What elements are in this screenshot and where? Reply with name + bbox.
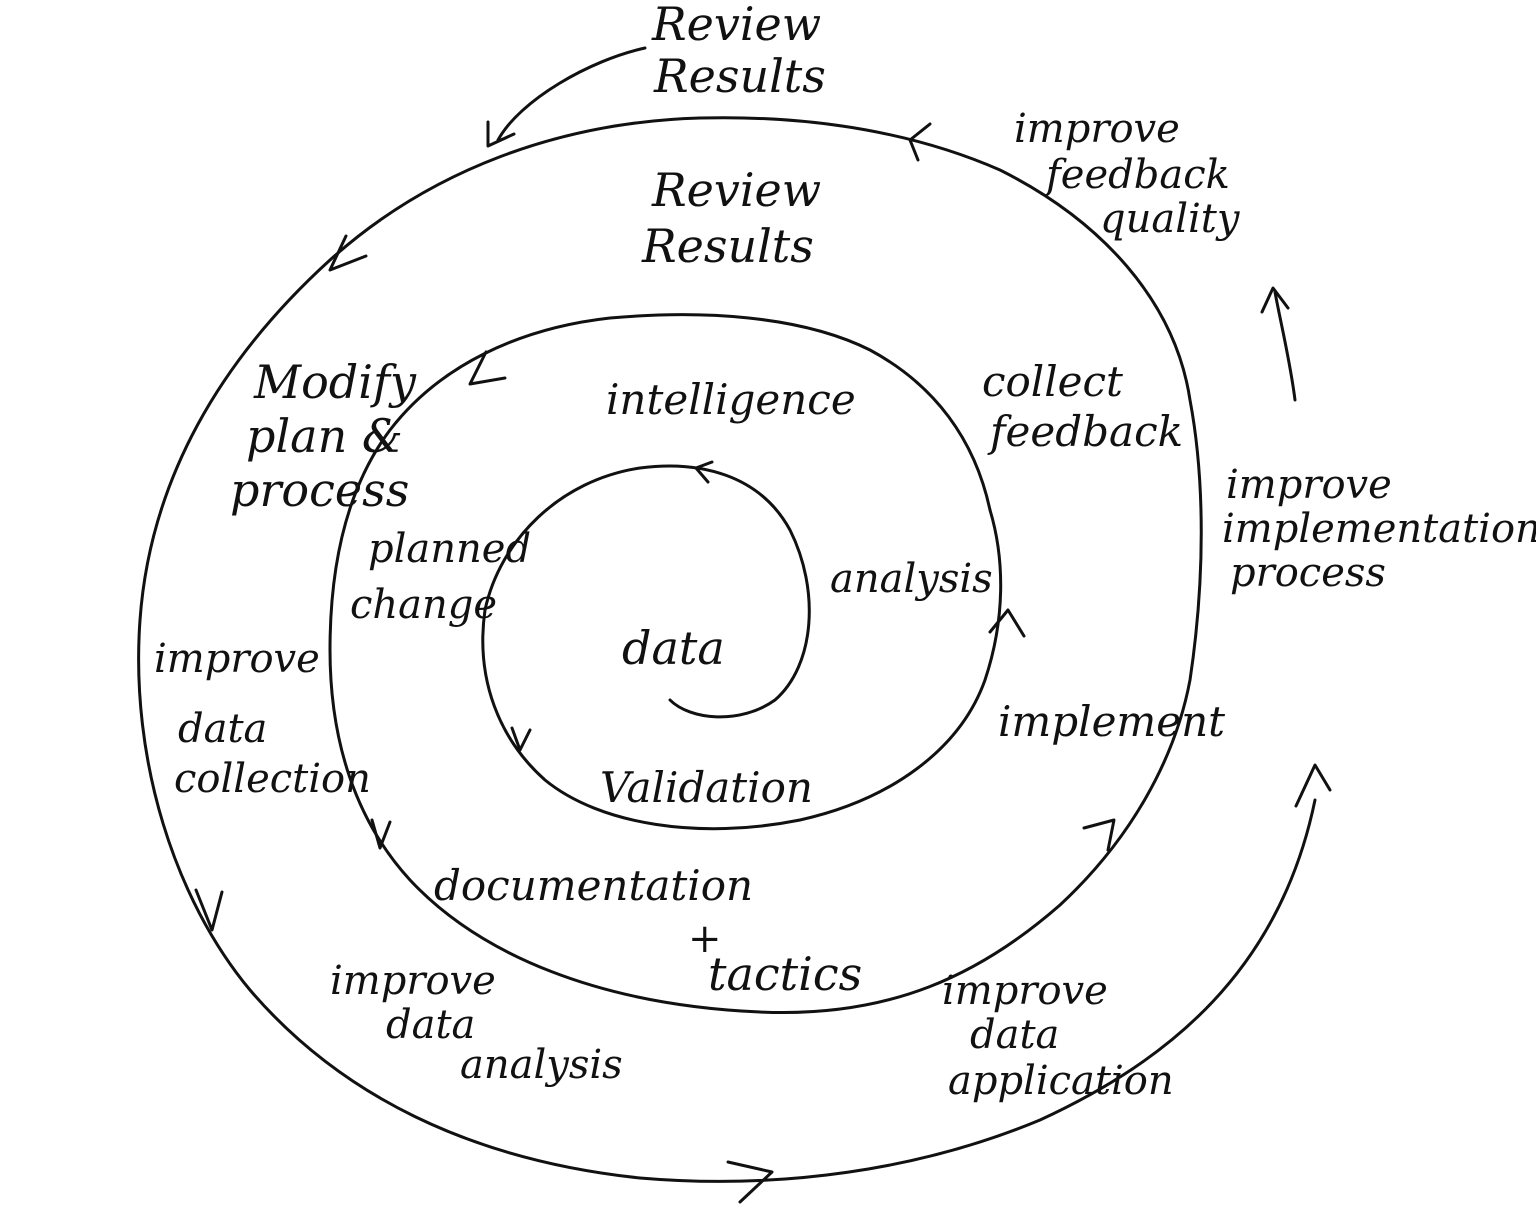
label-improve-analysis-2: data — [386, 1002, 475, 1048]
label-improve-feedback-1: improve — [1014, 106, 1180, 152]
label-analysis: analysis — [830, 556, 993, 602]
label-improve-feedback-2: feedback — [1043, 152, 1230, 198]
arrowhead-right-up — [1260, 286, 1290, 314]
label-improve-analysis-1: improve — [330, 958, 496, 1004]
arrowhead-review-results-top — [486, 120, 516, 148]
label-tactics-plus: + — [688, 916, 722, 962]
arrowhead-inner-bottom-left — [510, 726, 532, 752]
label-improve-impl-1: improve — [1226, 462, 1392, 508]
label-improve-impl-3: process — [1230, 550, 1386, 596]
arrowhead-outer-left-down — [194, 888, 224, 932]
label-data: data — [622, 621, 725, 675]
arrowhead-outer-right-up — [1294, 763, 1332, 808]
label-feedback: feedback — [987, 407, 1183, 456]
arrowhead-middle-left-down — [370, 818, 392, 850]
arrowhead-outer-upper-left — [328, 234, 368, 272]
label-tactics: tactics — [708, 947, 862, 1001]
label-review-outer-1: Review — [651, 0, 821, 51]
label-validation: Validation — [600, 763, 813, 812]
label-improve-collection-3: collection — [174, 756, 371, 802]
label-modify-1: Modify — [253, 355, 417, 409]
arrowhead-middle-bottom-right — [1082, 818, 1116, 852]
spiral-middle-loop — [137, 116, 1317, 1183]
label-implement: implement — [998, 697, 1225, 746]
label-review-inner-1: Review — [651, 163, 821, 217]
label-change: change — [350, 582, 497, 628]
arrow-right-up — [1273, 290, 1297, 402]
arrowhead-inner-right-up — [988, 608, 1026, 638]
label-intelligence: intelligence — [606, 375, 856, 424]
label-improve-feedback-3: quality — [1100, 196, 1241, 242]
label-improve-application-1: improve — [942, 968, 1108, 1014]
label-planned: planned — [368, 526, 531, 572]
label-documentation: documentation — [434, 861, 753, 910]
label-improve-application-3: application — [948, 1058, 1174, 1104]
label-modify-2: plan & — [246, 409, 403, 463]
arrowhead-middle-top-left — [468, 350, 507, 386]
arrowhead-outer-top — [908, 122, 932, 162]
label-collect: collect — [982, 357, 1123, 406]
arrowhead-outer-bottom — [726, 1160, 774, 1204]
label-modify-3: process — [230, 463, 409, 517]
label-improve-collection-2: data — [178, 706, 267, 752]
label-improve-impl-2: implementation — [1222, 506, 1536, 552]
label-improve-application-2: data — [970, 1012, 1059, 1058]
arrowhead-inner-top — [694, 460, 714, 484]
label-improve-collection-1: improve — [154, 636, 320, 682]
label-review-outer-2: Results — [653, 49, 826, 103]
arrow-review-results-top — [496, 46, 647, 142]
label-review-inner-2: Results — [641, 219, 814, 273]
label-improve-analysis-3: analysis — [460, 1042, 623, 1088]
spiral-inner-loop — [481, 464, 1003, 831]
